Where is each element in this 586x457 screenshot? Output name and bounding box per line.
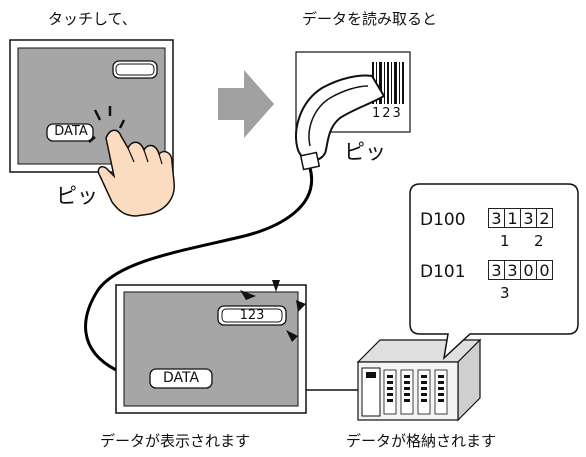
d101-cell-4: 0: [536, 260, 553, 280]
scanner-cable: [84, 167, 314, 372]
barcode-scanner-icon: [295, 74, 386, 171]
d101-cell-1: 3: [488, 260, 505, 280]
d101-cell-3: 0: [520, 260, 537, 280]
d100-cell-2: 1: [504, 208, 521, 228]
d100-cell-4: 2: [536, 208, 553, 228]
touch-panel: [9, 39, 174, 173]
caption-touch: タッチして、: [48, 10, 137, 28]
barcode-number: 123: [372, 106, 403, 121]
address-d101: D101: [420, 262, 466, 282]
d100-note-1: 1: [500, 232, 510, 250]
display-panel: [115, 280, 307, 414]
d100-cell-1: 3: [488, 208, 505, 228]
d101-note-1: 3: [500, 284, 510, 302]
d101-cell-2: 3: [504, 260, 521, 280]
d100-cell-3: 3: [520, 208, 537, 228]
address-d100: D100: [420, 210, 466, 230]
caption-pi-scanner: ピッ: [344, 140, 386, 164]
flow-arrow: [218, 70, 274, 138]
display-data-button[interactable]: DATA: [162, 370, 200, 386]
caption-stored: データが格納されます: [346, 432, 497, 450]
display-value: 123: [239, 308, 265, 323]
d100-note-2: 2: [534, 232, 544, 250]
plc-icon: [356, 338, 482, 422]
caption-displayed: データが表示されます: [100, 432, 251, 450]
caption-read: データを読み取ると: [302, 10, 438, 28]
hand-icon: [97, 129, 175, 217]
caption-pi-touch: ピッ: [56, 184, 98, 208]
touch-data-button[interactable]: DATA: [54, 124, 88, 139]
